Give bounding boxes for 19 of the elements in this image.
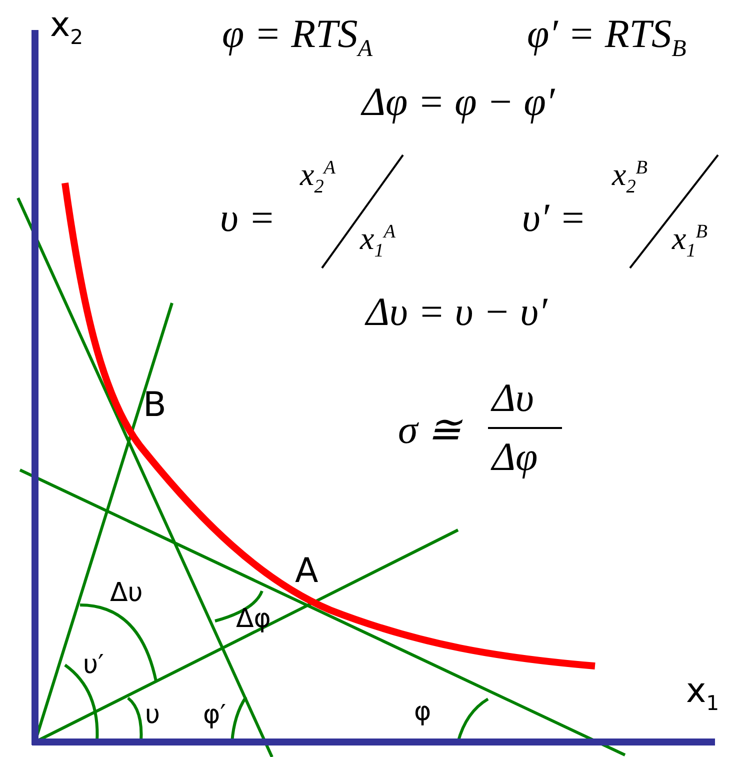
axis-label: x$_{2}$ bbox=[50, 8, 84, 48]
fraction-numerator: Δυ bbox=[492, 378, 534, 418]
angle-label: Δυ bbox=[110, 580, 143, 606]
formula: σ ≅ bbox=[398, 410, 462, 450]
formula: Δφ = φ − φ′ bbox=[362, 82, 555, 122]
angle-label: υ bbox=[145, 702, 160, 728]
formula: φ′ = RTS$_{B}$ bbox=[527, 14, 686, 61]
formula: Δυ = υ − υ′ bbox=[366, 292, 548, 332]
axis-label: x$_{1}$ bbox=[686, 674, 720, 714]
formula: υ′ = bbox=[522, 198, 586, 238]
fraction-denominator: Δφ bbox=[492, 437, 538, 477]
angle-label: υ′ bbox=[83, 652, 104, 678]
angle-label: φ bbox=[414, 699, 432, 725]
angle-label: φ′ bbox=[203, 702, 226, 728]
point-label: A bbox=[295, 554, 318, 588]
formula: υ = bbox=[220, 198, 276, 238]
formula: φ = RTS$_{A}$ bbox=[222, 14, 372, 61]
point-label: B bbox=[143, 388, 166, 422]
angle-label: Δφ bbox=[236, 606, 271, 632]
